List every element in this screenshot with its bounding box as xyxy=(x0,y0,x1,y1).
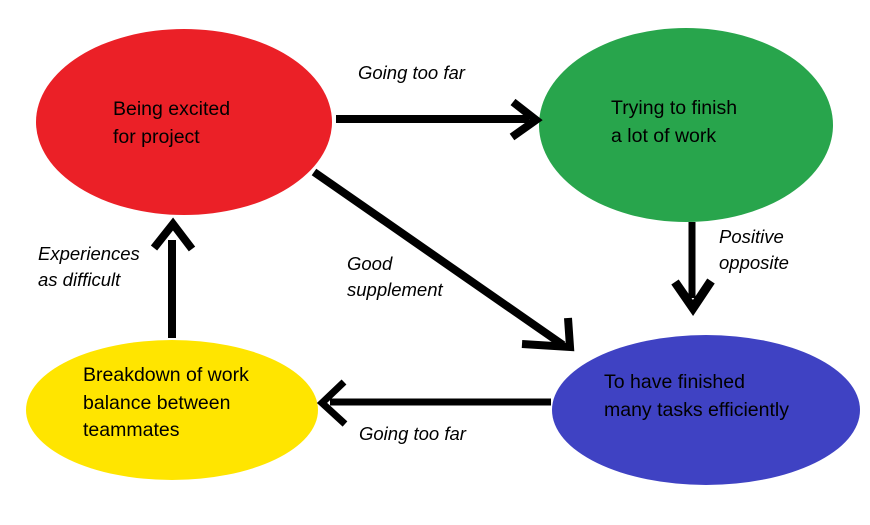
arrowhead-right-icon xyxy=(509,98,543,141)
edge-label-going-too-far-bottom: Going too far xyxy=(359,423,466,444)
edge-excited-to-finished-tasks[interactable] xyxy=(311,168,575,352)
node-ellipse-finished-tasks[interactable] xyxy=(552,335,860,485)
edge-label-experiences-as-difficult: Experiences as difficult xyxy=(38,243,140,291)
arrowhead-down-icon xyxy=(671,278,715,317)
arrowhead-diagonal-icon xyxy=(521,317,575,352)
edge-finish-work-to-finished-tasks[interactable] xyxy=(671,222,715,317)
node-ellipse-breakdown[interactable] xyxy=(26,340,318,480)
edge-label-going-too-far-top: Going too far xyxy=(358,62,465,83)
edge-breakdown-to-excited[interactable] xyxy=(150,217,196,338)
edge-label-good-supplement: Good supplement xyxy=(347,253,443,301)
node-ellipse-finish-work[interactable] xyxy=(539,28,833,222)
edge-finished-tasks-to-breakdown[interactable] xyxy=(316,379,551,427)
edge-excited-to-finish-work[interactable] xyxy=(336,98,543,141)
edge-label-positive-opposite: Positive opposite xyxy=(719,226,789,274)
edge-line xyxy=(311,168,566,349)
arrowhead-left-icon xyxy=(316,379,348,427)
node-ellipse-excited[interactable] xyxy=(36,29,332,215)
arrowhead-up-icon xyxy=(150,217,196,252)
